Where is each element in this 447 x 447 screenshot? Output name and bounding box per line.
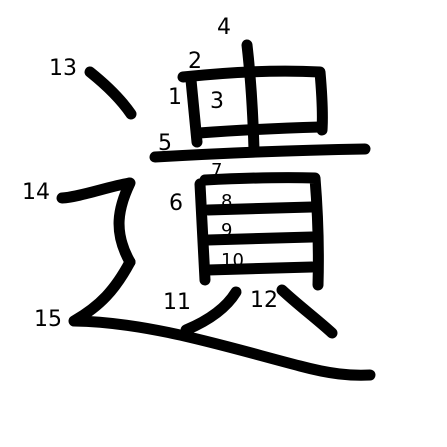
stroke-5 [149, 143, 371, 163]
stroke-2 [177, 65, 328, 136]
stroke-9 [202, 231, 318, 246]
stroke-number-6: 6 [169, 191, 183, 216]
stroke-number-8: 8 [221, 191, 233, 212]
stroke-number-4: 4 [217, 15, 231, 40]
stroke-13 [84, 66, 137, 120]
stroke-number-10: 10 [221, 250, 244, 271]
stroke-11 [180, 286, 242, 336]
stroke-number-15: 15 [34, 307, 62, 332]
stroke-number-2: 2 [188, 49, 202, 74]
stroke-3 [193, 121, 326, 139]
stroke-10 [202, 261, 318, 276]
stroke-6 [194, 178, 211, 286]
stroke-14 [56, 177, 136, 268]
stroke-number-11: 11 [163, 290, 191, 315]
stroke-number-9: 9 [221, 220, 233, 241]
stroke-12 [276, 284, 338, 339]
stroke-number-3: 3 [210, 89, 224, 114]
stroke-number-1: 1 [168, 85, 182, 110]
stroke-8 [202, 201, 318, 216]
stroke-number-14: 14 [22, 180, 50, 205]
stroke-number-7: 7 [211, 160, 223, 181]
stroke-4 [241, 39, 260, 156]
stroke-number-5: 5 [158, 131, 172, 156]
stroke-number-13: 13 [49, 56, 77, 81]
stroke-number-12: 12 [250, 288, 278, 313]
stroke-15 [68, 256, 376, 381]
stroke-7 [199, 172, 324, 291]
